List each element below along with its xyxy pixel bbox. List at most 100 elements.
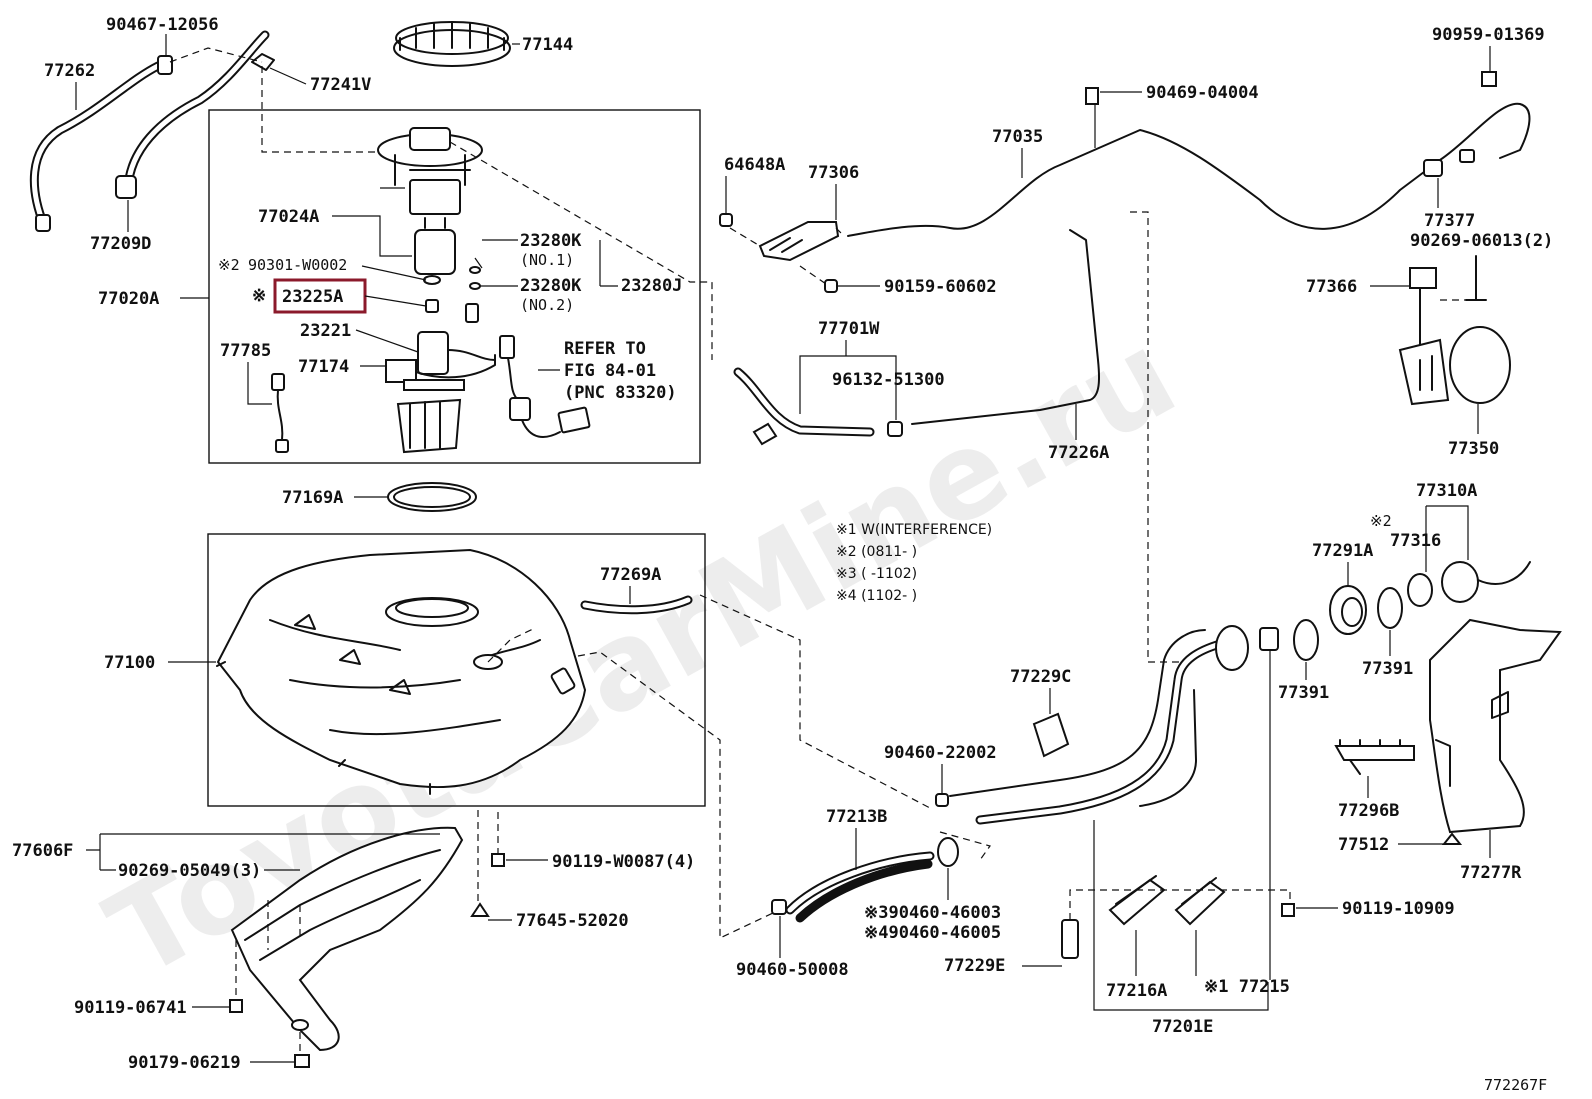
part-77144-lock-ring[interactable]: [393, 21, 511, 67]
part-fuel-filter-cup[interactable]: [396, 398, 462, 454]
label-90460-46003: ※390460-46003: [864, 903, 1001, 923]
label-77645-52020: 77645-52020: [516, 911, 629, 931]
label-77100: 77100: [104, 653, 155, 673]
label-77277r: 77277R: [1460, 863, 1522, 883]
part-90119-06741-bolt[interactable]: [229, 940, 243, 1013]
label-77377: 77377: [1424, 211, 1475, 231]
label-77306: 77306: [808, 163, 859, 183]
part-77241v-clamp[interactable]: [251, 53, 275, 71]
label-77316: 77316: [1390, 531, 1441, 551]
label-90460-50008: 90460-50008: [736, 960, 849, 980]
part-23280k-no2[interactable]: [469, 282, 481, 290]
label-90301-w0002: 90301-W0002: [248, 256, 347, 274]
label-77020a: 77020A: [98, 289, 159, 309]
part-90119-10909-bolt[interactable]: [1281, 903, 1295, 917]
label-refer-line3: (PNC 83320): [564, 383, 677, 403]
part-77645-52020-clip[interactable]: [470, 810, 490, 917]
label-77209d: 77209D: [90, 234, 151, 254]
label-no2: (NO.2): [520, 296, 574, 314]
part-77300-fuel-cap[interactable]: [1441, 561, 1531, 603]
part-77785-wire[interactable]: [271, 373, 289, 453]
part-77229c-clamp[interactable]: [1032, 712, 1070, 758]
part-90467-12056-clip[interactable]: [157, 55, 173, 75]
label-refer-line1: REFER TO: [564, 339, 646, 359]
part-sender-gauge-assembly[interactable]: [499, 335, 591, 438]
label-64648a: 64648A: [724, 155, 785, 175]
label-no1: (NO.1): [520, 251, 574, 269]
part-77024a-pump-bracket[interactable]: [377, 127, 483, 275]
label-refer-line2: FIG 84-01: [564, 361, 656, 381]
part-77229e-grommet[interactable]: [1061, 919, 1079, 959]
part-90179-06219-nut[interactable]: [294, 1032, 310, 1068]
part-77269a-hose[interactable]: [580, 595, 693, 615]
notes-legend: ※1 W(INTERFERENCE) ※2 (0811- ) ※3 ( -110…: [836, 522, 992, 604]
label-77035: 77035: [992, 127, 1043, 147]
part-77169a-gasket[interactable]: [387, 482, 477, 512]
part-23221-fuel-pump[interactable]: [417, 331, 496, 375]
part-23280j-fuel-sender[interactable]: [465, 303, 479, 323]
label-77269a: 77269A: [600, 565, 661, 585]
part-90159-60602-screw[interactable]: [799, 265, 838, 293]
label-77024a: 77024A: [258, 207, 319, 227]
part-96132-51300-clip[interactable]: [887, 421, 903, 437]
part-77201e-filler-pipe[interactable]: [949, 625, 1279, 825]
label-77606f: 77606F: [12, 841, 73, 861]
part-77291a-collar[interactable]: [1329, 585, 1367, 635]
part-90301-w0002-oring[interactable]: [423, 275, 441, 285]
part-77209d-tube[interactable]: [115, 30, 270, 199]
label-77169a: 77169A: [282, 488, 343, 508]
label-77391a: 77391: [1278, 683, 1329, 703]
part-77216a-clamp[interactable]: [1108, 875, 1166, 926]
part-90269-06013-screw[interactable]: [1465, 255, 1487, 301]
part-77316-gasket[interactable]: [1407, 573, 1433, 607]
label-90460-22002: 90460-22002: [884, 743, 997, 763]
part-77226a-tube[interactable]: [911, 229, 1100, 425]
label-77366: 77366: [1306, 277, 1357, 297]
part-90460-22002-clamp[interactable]: [935, 793, 949, 807]
label-77216a: 77216A: [1106, 981, 1167, 1001]
label-90119-06741: 90119-06741: [74, 998, 187, 1018]
part-90460-50008-clamp[interactable]: [771, 899, 787, 915]
label-mark-90301: ※2: [218, 256, 240, 274]
part-77701w-breather-tube[interactable]: [733, 367, 875, 446]
label-mark-23225a: ※: [252, 286, 266, 306]
part-90469-04004-clamp[interactable]: [1085, 87, 1099, 148]
label-90469-04004: 90469-04004: [1146, 83, 1259, 103]
label-23221: 23221: [300, 321, 351, 341]
part-77350-fuel-lid[interactable]: [1398, 326, 1511, 406]
note-3: ※3 ( -1102): [836, 566, 917, 582]
part-77035-opener-cable[interactable]: [847, 102, 1531, 237]
label-23225a[interactable]: 23225A: [282, 287, 343, 307]
part-77391-ring-b[interactable]: [1377, 587, 1403, 629]
part-23280k-no1[interactable]: [469, 266, 481, 274]
fuel-tank-group-box: [207, 533, 706, 807]
part-77366-hinge[interactable]: [1409, 267, 1437, 349]
part-77306-opener-lever[interactable]: [758, 221, 840, 262]
part-77174-pump-bracket[interactable]: [385, 354, 496, 391]
label-77201e: 77201E: [1152, 1017, 1213, 1037]
part-77606f-protector[interactable]: [230, 826, 464, 1052]
part-23225a-pressure-regulator[interactable]: [425, 299, 439, 313]
part-77262-tube[interactable]: [29, 61, 163, 232]
part-77377-cable-end[interactable]: [1423, 149, 1475, 177]
part-90959-01369-clip[interactable]: [1481, 46, 1497, 87]
label-77215: ※1 77215: [1204, 977, 1290, 997]
part-77213b-hose[interactable]: [785, 851, 935, 923]
label-mark-77316: ※2: [1370, 512, 1392, 530]
label-77144: 77144: [522, 35, 573, 55]
part-77512-clip[interactable]: [1441, 832, 1463, 845]
part-90460-46003-clamp[interactable]: [937, 837, 959, 867]
label-23280k-no2: 23280K: [520, 276, 582, 296]
part-77391-ring-a[interactable]: [1293, 619, 1319, 661]
diagram-id: 772267F: [1484, 1076, 1547, 1094]
part-64648a-screw[interactable]: [719, 213, 733, 227]
note-4: ※4 (1102- ): [836, 588, 917, 604]
note-2: ※2 (0811- ): [836, 544, 917, 560]
part-77277r-filler-box[interactable]: [1429, 618, 1562, 834]
part-90119-w0087-bolt[interactable]: [491, 812, 505, 867]
part-77215-clamp[interactable]: [1174, 877, 1226, 926]
part-77100-fuel-tank[interactable]: [216, 548, 587, 795]
part-77296b-bracket[interactable]: [1334, 739, 1415, 775]
label-90269-06013: 90269-06013(2): [1410, 231, 1553, 251]
